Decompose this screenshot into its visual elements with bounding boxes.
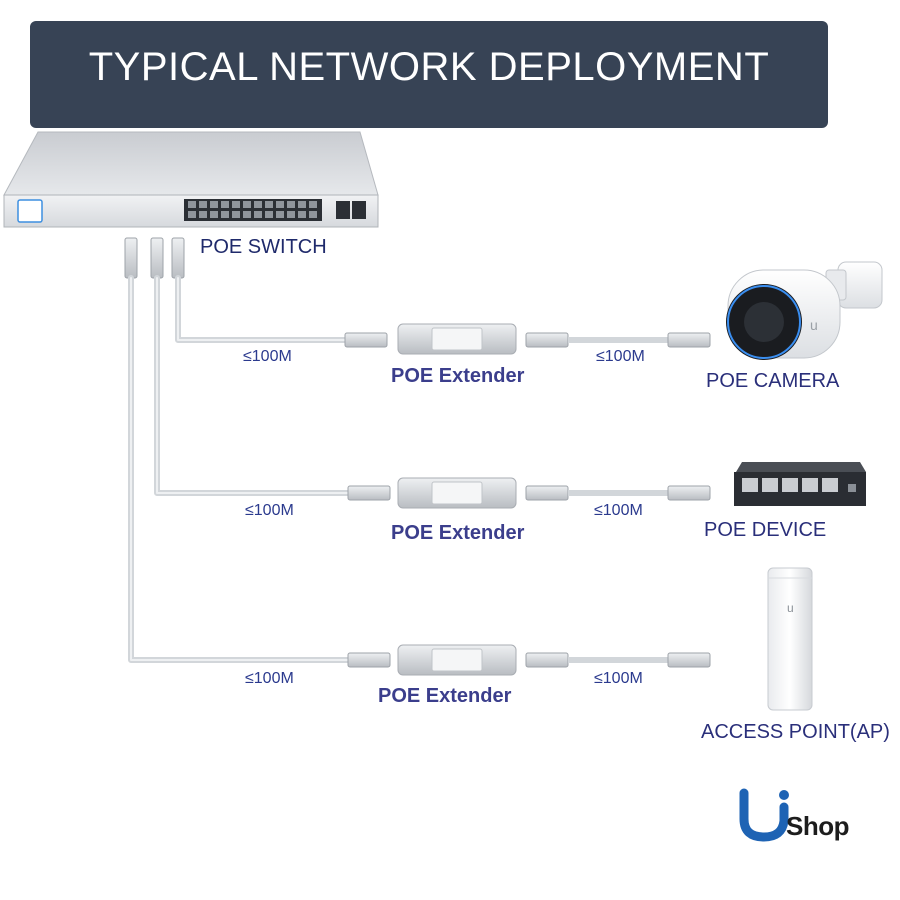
title-banner: TYPICAL NETWORK DEPLOYMENT — [30, 21, 828, 128]
branch-1-hardware — [344, 323, 711, 355]
branch-1-extender-label: POE Extender — [391, 365, 525, 387]
branch-3-extender-label: POE Extender — [378, 685, 512, 707]
switch-cable-plugs — [124, 237, 185, 279]
branch-1-right-distance: ≤100M — [596, 348, 645, 365]
ushop-logo-mark — [739, 788, 789, 842]
branch-2-left-distance: ≤100M — [245, 502, 294, 519]
poe-switch-image — [3, 131, 379, 228]
access-point-label: ACCESS POINT(AP) — [701, 721, 890, 743]
logo-text: Shop — [786, 811, 850, 841]
poe-camera-label: POE CAMERA — [706, 370, 840, 392]
poe-device-image — [734, 462, 866, 506]
branch-1-left-distance: ≤100M — [243, 348, 292, 365]
branch-2-extender-label: POE Extender — [391, 522, 525, 544]
branch-2-right-distance: ≤100M — [594, 502, 643, 519]
branch-3-left-distance: ≤100M — [245, 670, 294, 687]
cables — [128, 275, 351, 663]
poe-camera-image: u — [726, 261, 883, 360]
poe-switch-label: POE SWITCH — [200, 236, 327, 258]
branch-3-hardware — [347, 644, 711, 676]
branch-2-hardware — [347, 477, 711, 509]
page-title: TYPICAL NETWORK DEPLOYMENT — [88, 45, 770, 89]
svg-text:u: u — [787, 601, 794, 615]
access-point-image: u — [767, 567, 813, 711]
poe-device-label: POE DEVICE — [704, 519, 827, 541]
ushop-logo: Shop — [738, 785, 868, 845]
svg-text:u: u — [810, 317, 818, 333]
branch-3-right-distance: ≤100M — [594, 670, 643, 687]
